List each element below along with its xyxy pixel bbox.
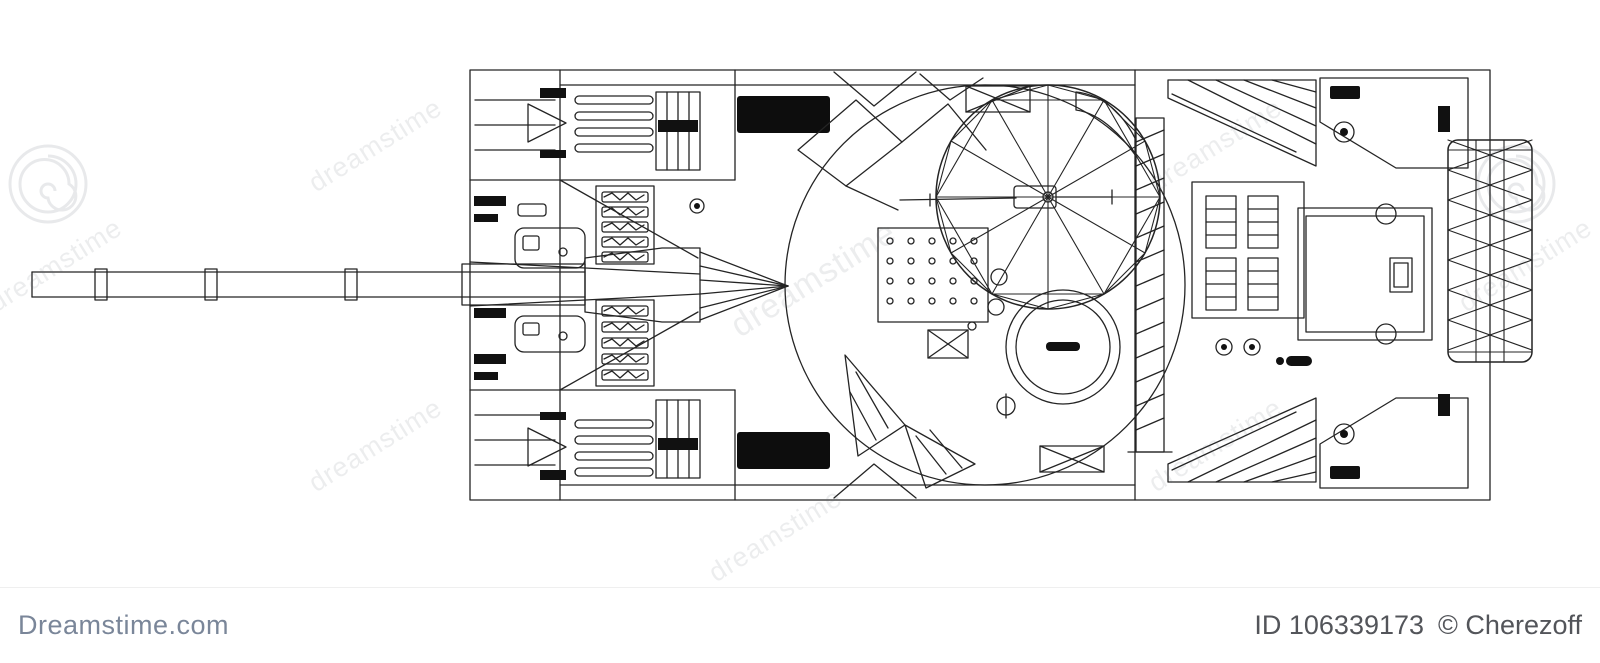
dreamstime-brand: Dreamstime.com	[18, 610, 230, 640]
hatch-bottom	[737, 432, 830, 469]
bolted-plate	[877, 227, 989, 359]
copyright-author: © Cherezoff	[1438, 610, 1582, 640]
image-id: ID 106339173	[1254, 610, 1425, 640]
turret-ring	[784, 84, 1186, 489]
front-fenders	[474, 88, 567, 480]
tank-wireframe-illustration	[31, 69, 1533, 501]
commander-hatch	[987, 268, 1121, 419]
fuel-drum	[1438, 106, 1533, 416]
snorkel-pipe	[1075, 91, 1173, 453]
image-credit: ID 106339173 © Cherezoff	[1254, 610, 1582, 641]
side-fittings	[474, 196, 586, 380]
rear-corner-plates	[1319, 77, 1469, 489]
footer-bar: Dreamstime.com ID 106339173 © Cherezoff	[0, 587, 1600, 663]
engine-louvers	[1191, 181, 1312, 366]
deck-rails	[574, 91, 701, 479]
gun-barrel	[31, 247, 789, 323]
louver-grilles	[595, 185, 655, 387]
hatch-top	[737, 96, 830, 133]
rear-mudguards	[1167, 79, 1317, 483]
rear-hatch-plate	[1297, 203, 1433, 345]
turret-gun-mount	[899, 185, 1113, 209]
turret-mesh	[935, 84, 1161, 310]
